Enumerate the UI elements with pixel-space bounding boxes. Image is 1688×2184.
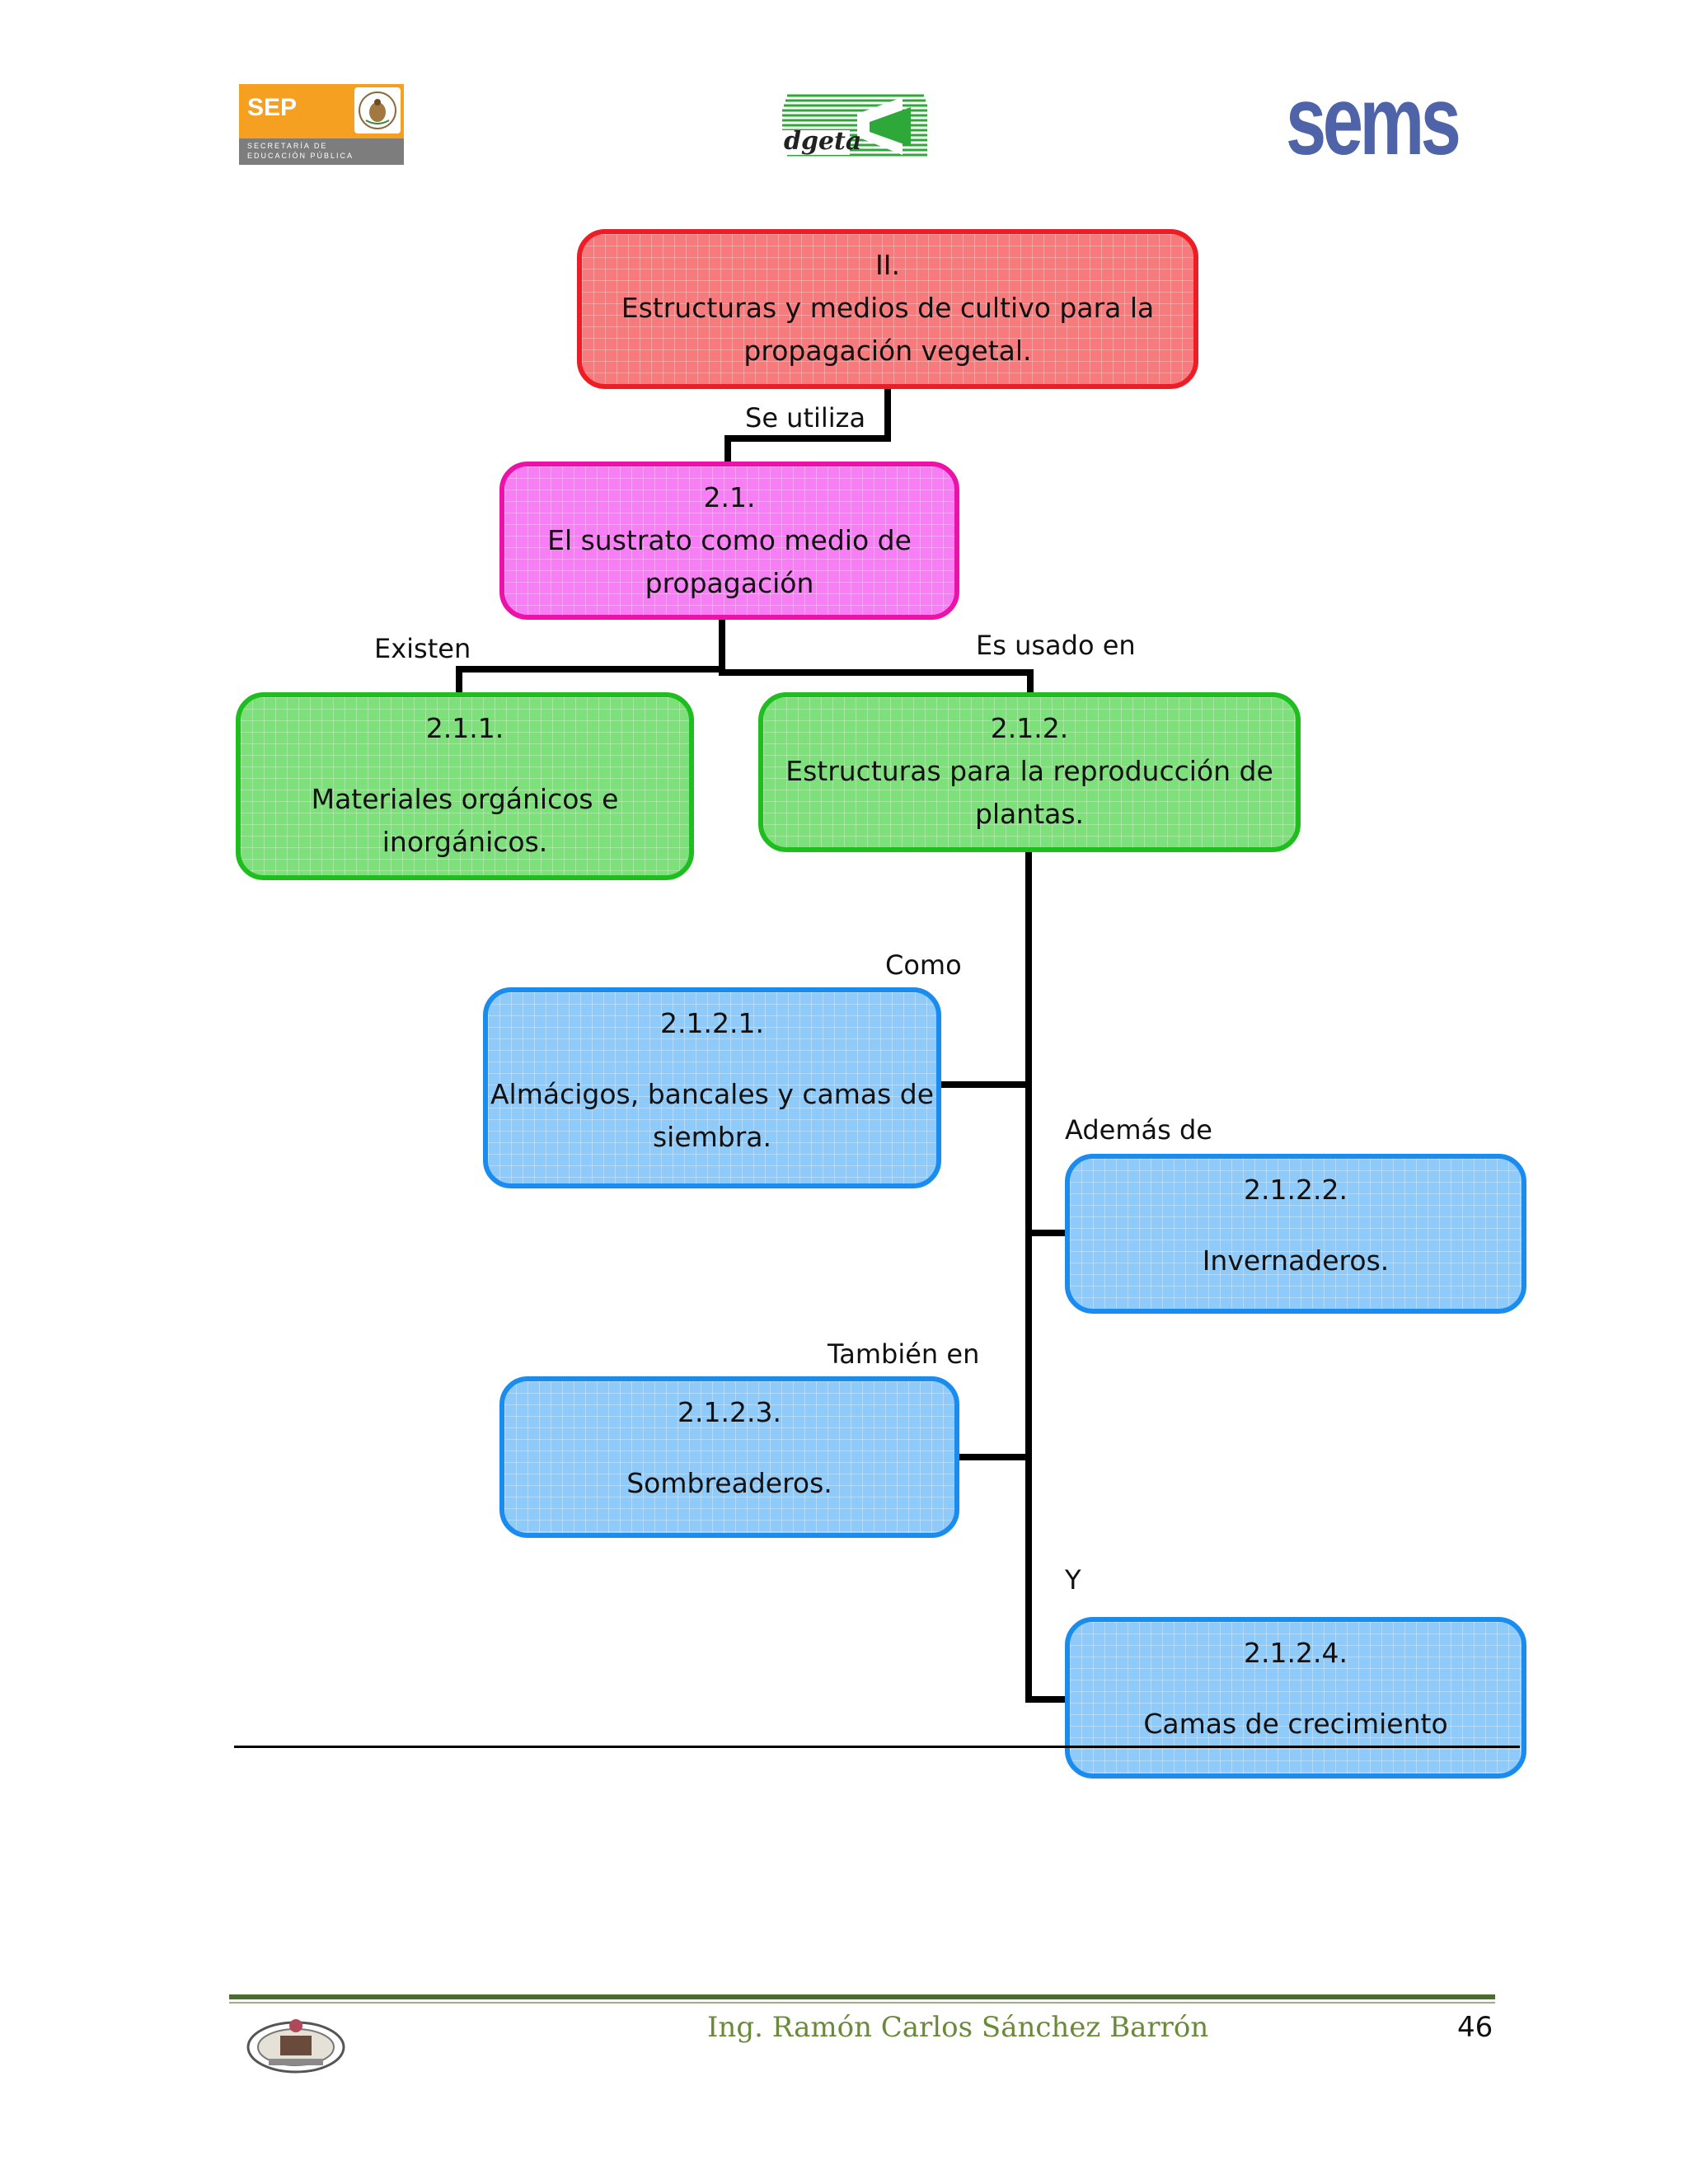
connector-to-n211 [456,666,462,694]
node-root-number: II. [875,249,900,281]
sep-subtitle-1: SECRETARÍA DE [247,142,328,150]
label-existen: Existen [374,633,471,664]
node-root: II. Estructuras y medios de cultivo para… [577,229,1198,389]
mexico-seal-icon [354,87,401,134]
page-number: 46 [1457,2011,1493,2044]
node-root-text-2: propagación vegetal. [743,335,1032,367]
dgeta-logo: dgeta [779,89,932,160]
school-crest-icon [244,2014,348,2080]
sep-logo: SEP SECRETARÍA DE EDUCACIÓN PÚBLICA [239,84,404,165]
dgeta-logo-word: dgeta [784,127,862,156]
node-2-1-2-1-text-2: siembra. [652,1121,772,1153]
node-2-1-text-1: El sustrato como medio de [547,524,912,556]
node-2-1-2-4: 2.1.2.4. Camas de crecimiento [1065,1617,1526,1779]
sems-logo: sems [1286,67,1461,176]
node-2-1-2-4-number: 2.1.2.4. [1244,1637,1348,1669]
connector-n21-right [719,669,1034,676]
node-2-1-2-1: 2.1.2.1. Almácigos, bancales y camas de … [483,987,941,1188]
connector-n212-trunk [1025,851,1032,1703]
node-2-1-2-4-text: Camas de crecimiento [1143,1708,1448,1740]
node-2-1-2-2-text: Invernaderos. [1202,1244,1390,1277]
node-2-1-1-text-1: Materiales orgánicos e [311,783,619,815]
label-es-usado-en: Es usado en [976,630,1136,661]
sep-subtitle-2: EDUCACIÓN PÚBLICA [247,152,354,160]
node-2-1-number: 2.1. [703,481,756,513]
node-2-1-1-text-2: inorgánicos. [382,826,548,858]
connector-to-n2121 [938,1081,1032,1088]
node-2-1-text-2: propagación [645,567,814,599]
node-2-1-2-3-text: Sombreaderos. [626,1467,832,1499]
connector-to-n2123 [954,1454,1032,1460]
sep-logo-word: SEP [247,94,298,121]
connector-root-horizontal [724,435,891,442]
label-y: Y [1065,1564,1081,1596]
connector-n21-left [456,666,725,673]
connector-to-n212 [1027,669,1034,694]
page-rule [234,1746,1520,1748]
connector-n21-down [719,618,725,676]
node-2-1-2-text-2: plantas. [974,798,1085,830]
connector-root-down [884,386,891,438]
label-se-utiliza: Se utiliza [745,402,866,434]
connector-to-n2124 [1025,1696,1068,1703]
node-root-text-1: Estructuras y medios de cultivo para la [621,292,1155,324]
label-como: Como [885,949,962,981]
node-2-1-2-2-number: 2.1.2.2. [1244,1174,1348,1206]
label-tambien-en: También en [828,1338,980,1370]
node-2-1-2-3: 2.1.2.3. Sombreaderos. [499,1376,959,1538]
node-2-1-1-number: 2.1.1. [425,712,504,744]
node-2-1-1: 2.1.1. Materiales orgánicos e inorgánico… [236,692,694,880]
node-2-1-2-number: 2.1.2. [990,712,1069,744]
footer-author: Ing. Ramón Carlos Sánchez Barrón [707,2011,1209,2044]
connector-to-n21 [724,435,731,463]
footer-divider [229,1994,1495,1999]
node-2-1-2: 2.1.2. Estructuras para la reproducción … [758,692,1301,852]
connector-to-n2122 [1025,1230,1068,1236]
node-2-1-2-1-text-1: Almácigos, bancales y camas de [490,1078,935,1110]
footer-divider-thin [229,2002,1495,2004]
node-2-1-2-text-1: Estructuras para la reproducción de [785,755,1273,787]
node-2-1-2-3-number: 2.1.2.3. [678,1396,781,1428]
node-2-1-2-1-number: 2.1.2.1. [660,1007,764,1039]
node-2-1: 2.1. El sustrato como medio de propagaci… [499,462,959,620]
label-ademas-de: Además de [1065,1114,1212,1146]
node-2-1-2-2: 2.1.2.2. Invernaderos. [1065,1154,1526,1314]
